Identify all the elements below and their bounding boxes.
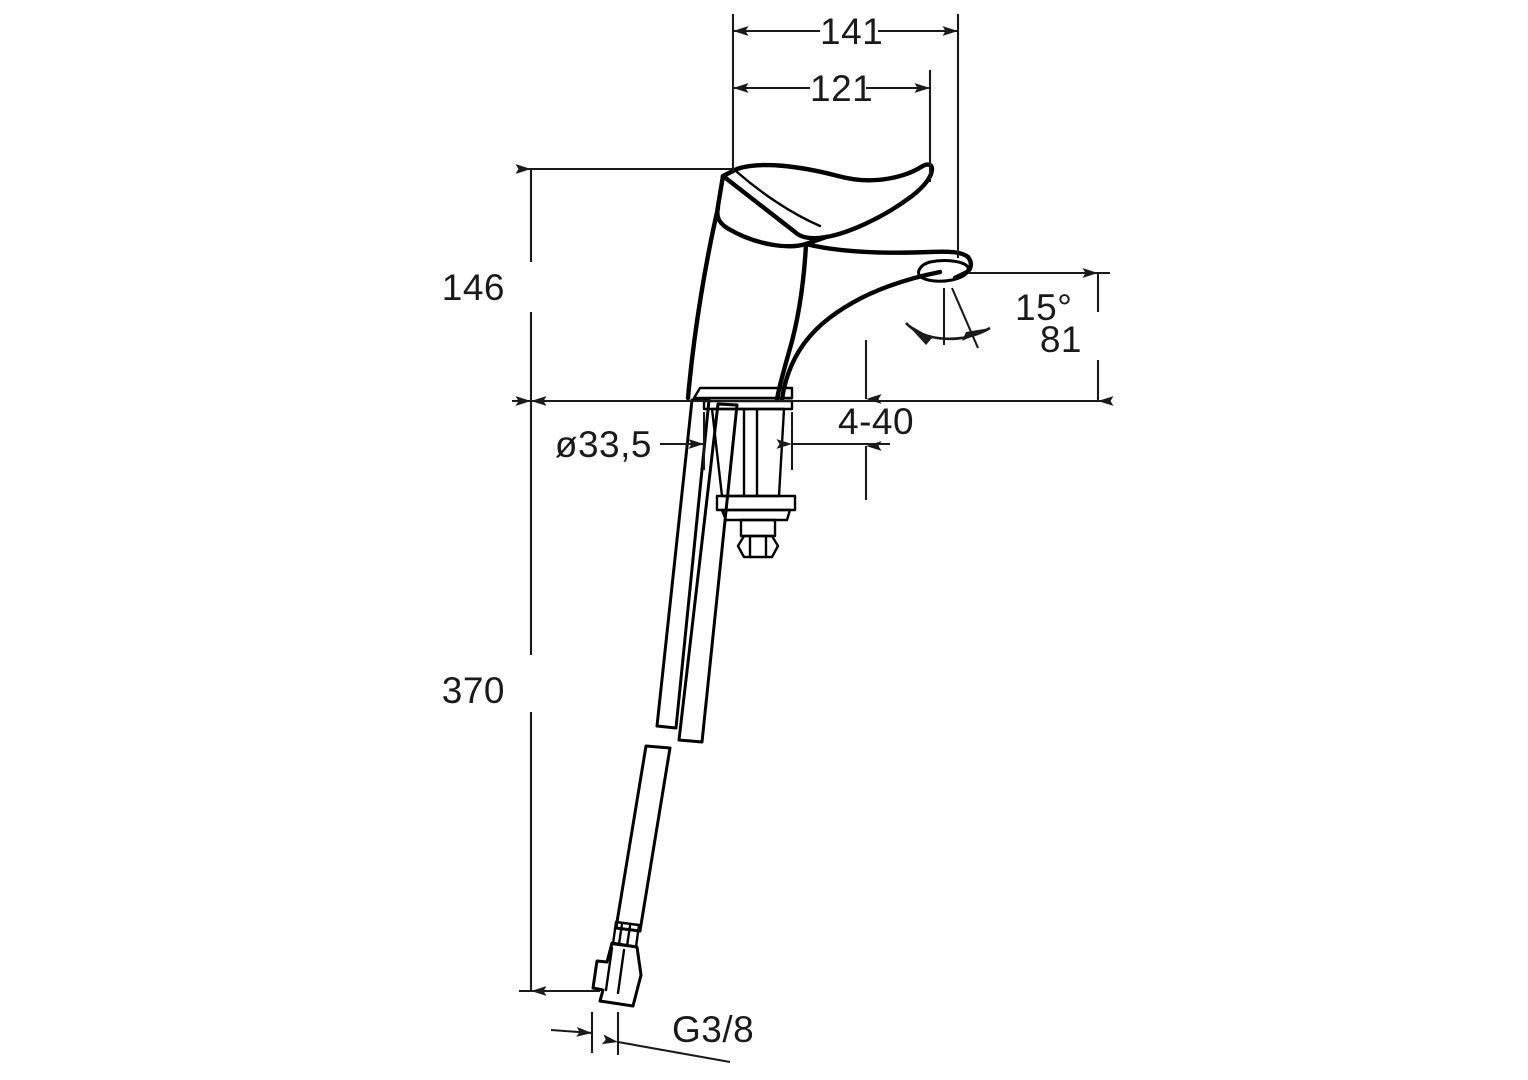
dimension-label-121: 121 (810, 68, 873, 109)
dimension-overall-reach: 141 (731, 11, 960, 258)
hex-nut (736, 534, 780, 559)
hose-ferrule-ribs (617, 922, 632, 948)
hose-connector-nut (591, 941, 643, 1008)
dimension-body-height: 146 (442, 164, 733, 406)
supply-hose-lower (614, 744, 672, 933)
dimension-label-4-40: 4-40 (838, 401, 914, 442)
base-escutcheon (692, 386, 794, 400)
mounting-washer (715, 494, 797, 512)
dimension-label-81: 81 (1040, 319, 1082, 360)
shank-inner-tube (742, 407, 759, 498)
angle-arrow-right (962, 328, 990, 341)
dimension-label-370: 370 (442, 670, 505, 711)
hex-nut-facets (748, 534, 768, 559)
below-deck-assembly (702, 399, 797, 559)
spout-underside (779, 269, 943, 402)
dimension-label-15deg: 15° (1015, 287, 1072, 328)
nut-body (739, 518, 777, 538)
dimension-outlet-height: 81 (968, 268, 1114, 406)
washer-chamfer (720, 508, 792, 522)
dimension-hose-thread: G3/8 (550, 1009, 754, 1064)
dimension-hose-length: 370 (442, 396, 600, 996)
connector-nut-facets (604, 946, 626, 995)
body-right-profile (774, 241, 809, 403)
dimension-spout-reach: 121 (733, 68, 932, 182)
dimension-aerator-angle: 15° (905, 287, 1072, 349)
spout-top-surface (803, 241, 971, 260)
faucet-body-geometry (591, 162, 974, 1008)
aerator-outlet (917, 259, 970, 283)
dimension-deck-thickness: 4-40 (838, 340, 914, 500)
dimension-label-hole-dia: ø33,5 (555, 424, 652, 465)
dimension-label-146: 146 (442, 267, 505, 308)
body-left-profile (685, 205, 721, 401)
lever-handle-top (720, 162, 935, 241)
threaded-shank (710, 407, 786, 498)
angle-arrow-left (906, 323, 932, 345)
supply-hose-rear (655, 398, 711, 730)
lever-handle-crease (735, 170, 822, 228)
dimension-deck-hole-diameter: ø33,5 (555, 412, 838, 470)
dimension-label-g38: G3/8 (672, 1009, 754, 1050)
supply-hose-front-upper (677, 402, 739, 744)
dimension-label-141: 141 (820, 11, 883, 52)
